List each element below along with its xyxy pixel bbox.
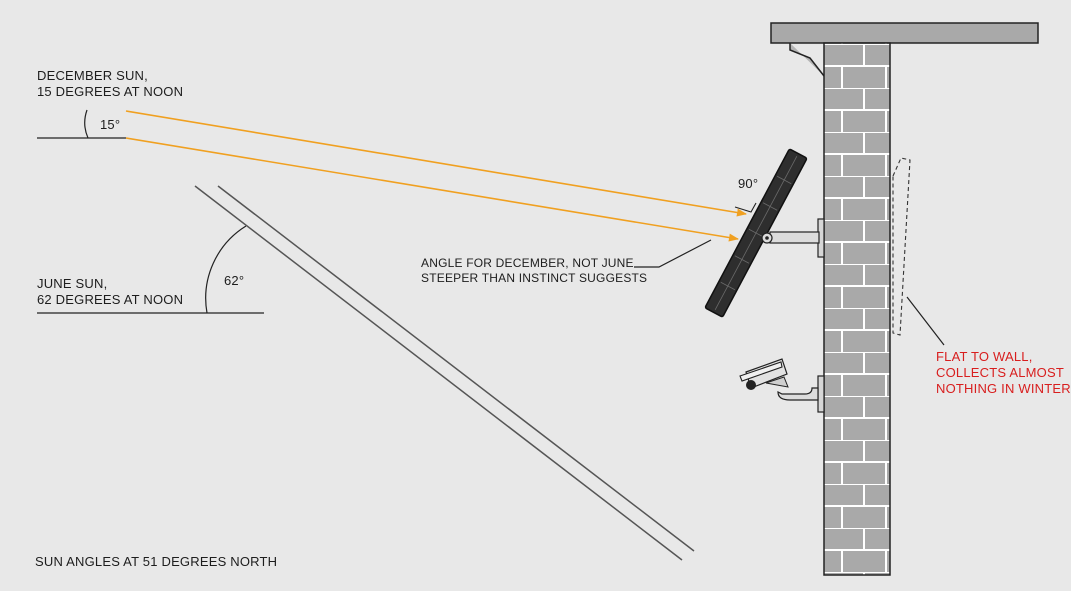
panel-mount-bolt [765, 236, 769, 240]
right-angle-marker [734, 202, 757, 213]
june-sun-label-line1: JUNE SUN, [37, 276, 108, 291]
june-angle-value: 62° [224, 273, 245, 288]
december-sun-label-line2: 15 DEGREES AT NOON [37, 84, 184, 99]
june-angle-arc [205, 225, 247, 314]
panel-angle-note: ANGLE FOR DECEMBER, NOT JUNE STEEPER THA… [421, 256, 647, 286]
panel-note-leader [634, 239, 712, 268]
flat-to-wall-warning-line3: NOTHING IN WINTER [936, 381, 1071, 396]
december-sun-label: DECEMBER SUN, 15 DEGREES AT NOON [37, 68, 183, 100]
panel-angle-note-line1: ANGLE FOR DECEMBER, NOT JUNE [421, 256, 634, 270]
panel-angle-value: 90° [738, 176, 759, 191]
june-sun-label: JUNE SUN, 62 DEGREES AT NOON [37, 276, 183, 308]
panel-angle-note-line2: STEEPER THAN INSTINCT SUGGESTS [421, 271, 648, 285]
june-ray-lower [217, 185, 695, 552]
flat-to-wall-warning: FLAT TO WALL, COLLECTS ALMOST NOTHING IN… [936, 349, 1071, 397]
december-ray-upper [125, 110, 747, 217]
december-sun-label-line1: DECEMBER SUN, [37, 68, 148, 83]
panel-mount-arm [769, 231, 820, 244]
flat-panel-outline [892, 157, 911, 336]
brick-wall [823, 42, 891, 576]
security-camera-icon [739, 358, 825, 413]
flat-to-wall-warning-line1: FLAT TO WALL, [936, 349, 1033, 364]
roof-slab [770, 22, 1039, 44]
december-angle-value: 15° [100, 117, 121, 132]
december-angle-arc [84, 109, 89, 139]
roof-bracket [789, 43, 825, 77]
june-ray-upper [194, 185, 683, 561]
diagram-caption: SUN ANGLES AT 51 DEGREES NORTH [35, 554, 278, 569]
december-ray-lower [125, 137, 739, 242]
june-sun-label-line2: 62 DEGREES AT NOON [37, 292, 184, 307]
flat-panel-leader [906, 296, 945, 346]
flat-to-wall-warning-line2: COLLECTS ALMOST [936, 365, 1064, 380]
